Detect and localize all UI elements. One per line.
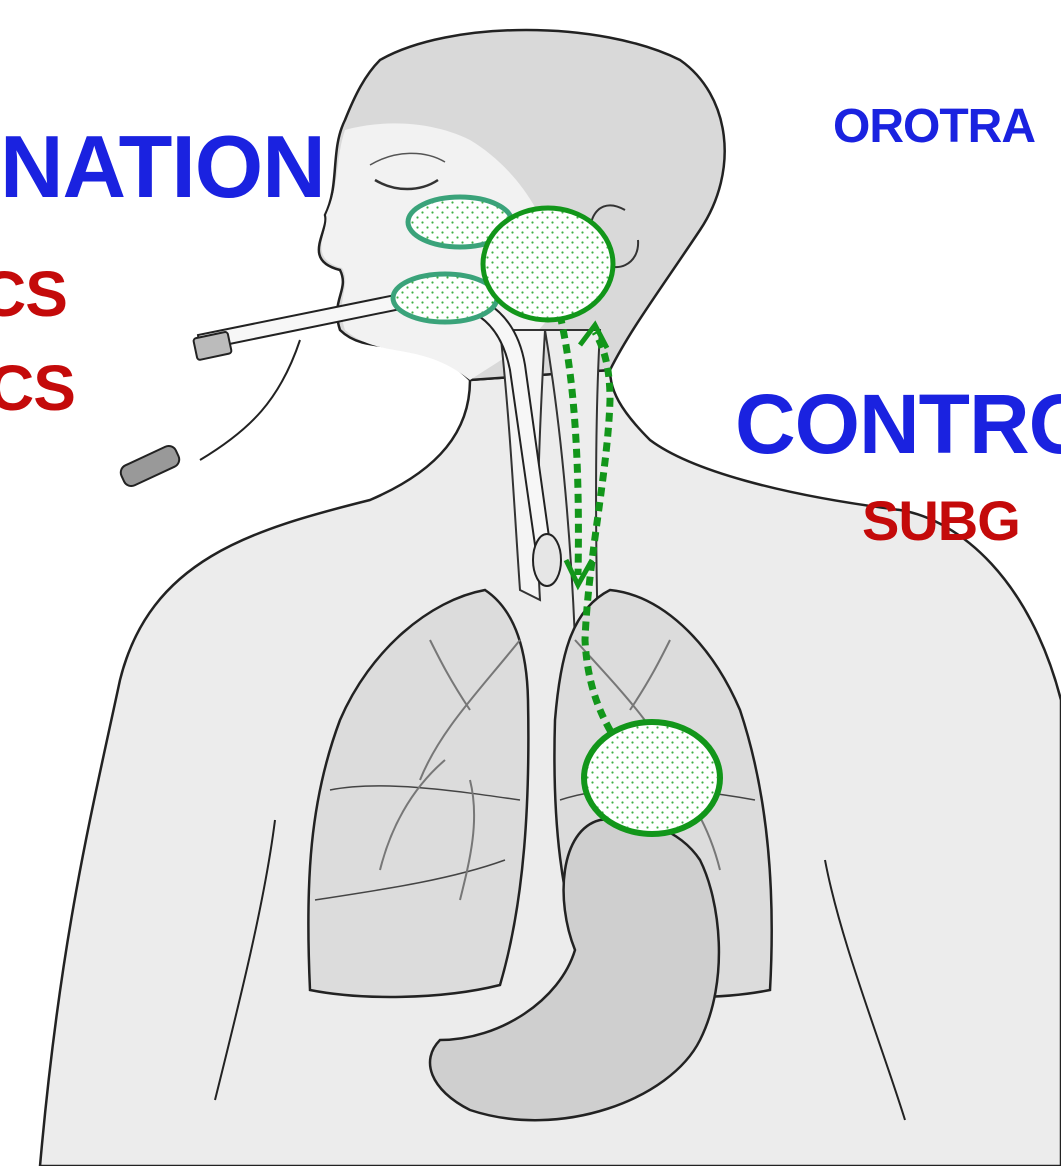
stomach-ellipse bbox=[584, 722, 720, 834]
oral-cavity-ellipse bbox=[393, 274, 497, 322]
label-nation: NATION bbox=[0, 123, 325, 211]
label-cs-1: CS bbox=[0, 262, 67, 326]
label-cs-2: CS bbox=[0, 356, 75, 420]
label-contro: CONTRO bbox=[735, 382, 1061, 466]
label-orotra: OROTRA bbox=[833, 103, 1035, 151]
pharynx-ellipse bbox=[483, 208, 613, 320]
label-subg: SUBG bbox=[862, 493, 1020, 549]
